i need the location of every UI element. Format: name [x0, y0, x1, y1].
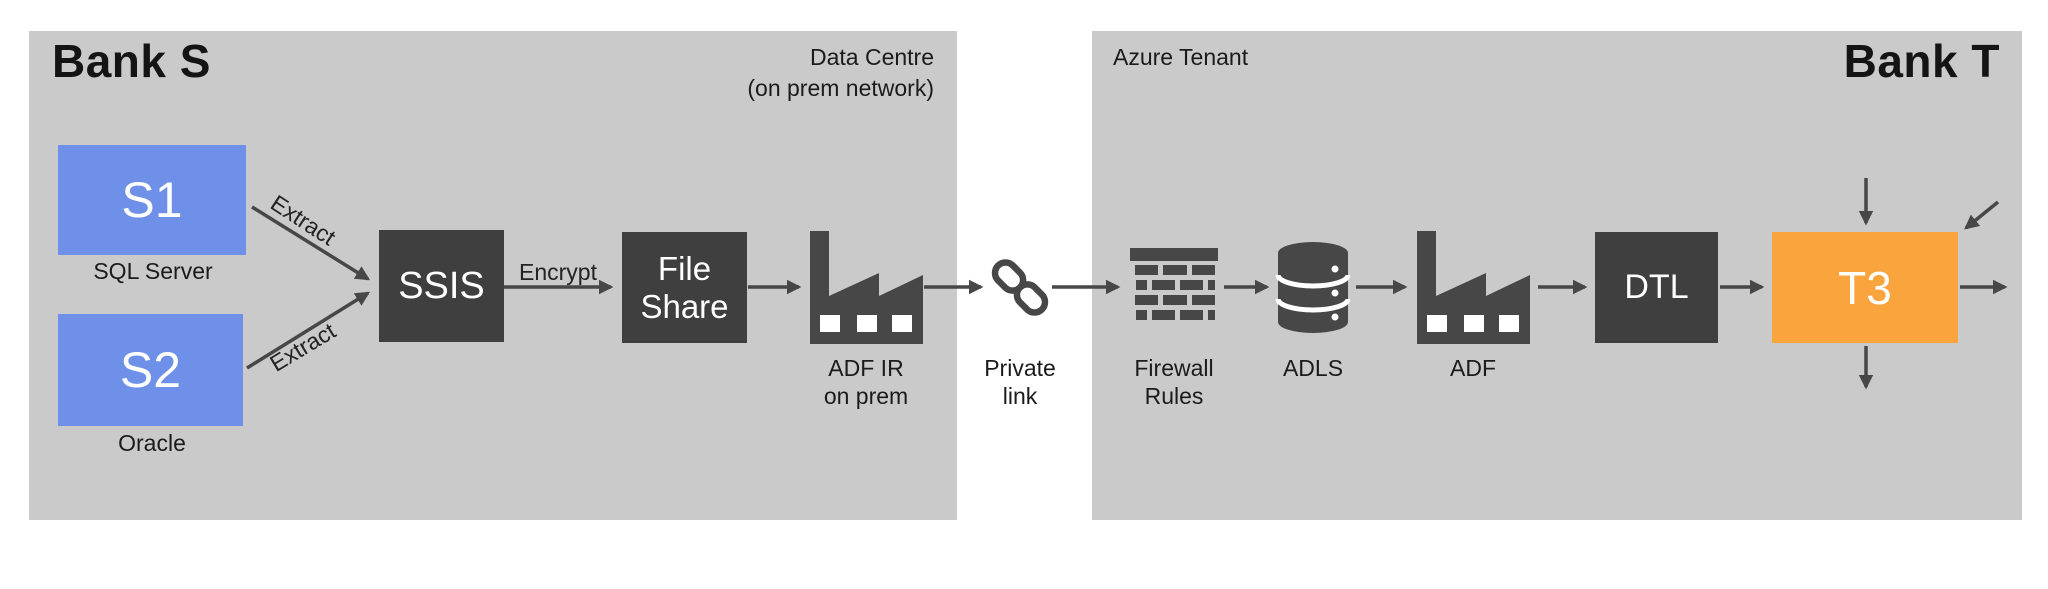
caption-private-link: Private link: [984, 355, 1056, 409]
node-file-share-label: File Share: [640, 249, 729, 325]
data-centre-note: Data Centre (on prem network): [747, 44, 934, 101]
brick-wall-icon: [1130, 248, 1218, 320]
node-s1: S1: [58, 145, 246, 255]
node-dtl-label: DTL: [1624, 268, 1689, 306]
bank-t-title: Bank T: [1843, 35, 2000, 87]
factory-icon: [1417, 231, 1530, 344]
node-ssis-label: SSIS: [398, 264, 485, 307]
azure-tenant-note: Azure Tenant: [1113, 44, 1249, 70]
node-t3: T3: [1772, 232, 1958, 343]
caption-adls: ADLS: [1282, 355, 1344, 381]
caption-sql-server: SQL Server: [93, 258, 213, 284]
node-file-share: File Share: [622, 232, 747, 343]
chain-link-icon: [991, 259, 1049, 316]
node-dtl: DTL: [1595, 232, 1718, 343]
node-t3-label: T3: [1838, 261, 1892, 314]
database-icon: [1275, 242, 1351, 333]
bank-s-title: Bank S: [52, 35, 211, 87]
node-s1-label: S1: [121, 172, 183, 228]
caption-oracle: Oracle: [118, 430, 186, 456]
node-s2-label: S2: [119, 342, 182, 398]
node-s2: S2: [58, 314, 243, 426]
factory-icon: [810, 231, 923, 344]
edge-label-encrypt: Encrypt: [519, 259, 597, 285]
caption-adf-ir: ADF IR on prem: [823, 355, 909, 409]
caption-firewall: Firewall Rules: [1134, 355, 1214, 409]
caption-adf: ADF: [1450, 355, 1496, 381]
node-ssis: SSIS: [379, 230, 504, 342]
